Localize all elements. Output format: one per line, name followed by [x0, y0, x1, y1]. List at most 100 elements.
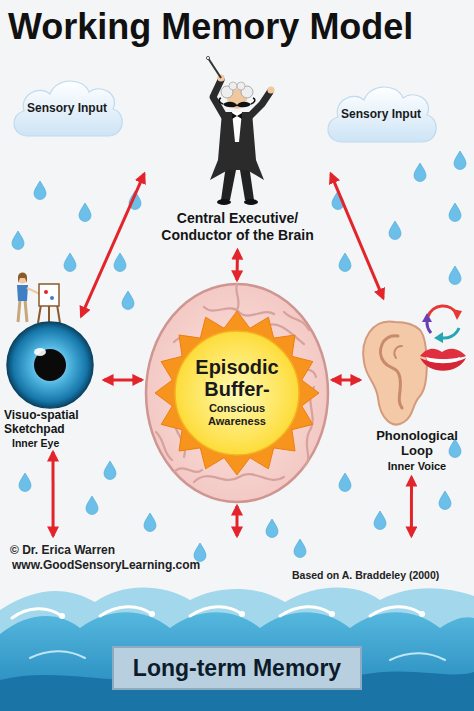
mouth-illustration	[420, 349, 466, 371]
ocean-waves	[149, 611, 155, 617]
ocean-waves	[0, 612, 474, 711]
diagram-title: Working Memory Model	[8, 6, 413, 48]
conductor-figure	[217, 199, 231, 205]
eye-illustration	[7, 322, 93, 408]
raindrop	[122, 291, 134, 310]
raindrop	[389, 221, 401, 240]
raindrop	[294, 539, 306, 558]
cycle-arrows	[452, 309, 462, 320]
raindrop	[19, 473, 31, 492]
component-subtitle: Inner Eye	[12, 437, 102, 449]
raindrop	[64, 253, 76, 272]
credit-url: www.GoodSensoryLearning.com	[12, 558, 200, 572]
raindrop	[34, 181, 46, 200]
raindrop	[332, 191, 344, 210]
raindrop	[79, 203, 91, 222]
conductor-figure	[206, 56, 274, 205]
sketchpad-node: Visuo-spatial SketchpadInner Eye	[4, 318, 102, 450]
mouth-illustration	[426, 357, 460, 363]
conductor-figure	[250, 92, 270, 116]
ocean-waves	[59, 613, 65, 619]
ear-illustration	[394, 346, 402, 358]
ocean-waves	[30, 651, 85, 658]
conductor-figure	[244, 199, 258, 205]
double-arrow	[81, 174, 144, 316]
conductor-figure	[229, 82, 237, 90]
conductor-figure	[251, 98, 255, 104]
double-arrow	[104, 378, 142, 381]
ocean-waves	[329, 611, 335, 617]
brain-shape	[156, 432, 172, 460]
conductor-figure	[232, 113, 242, 119]
ear-illustration	[380, 336, 402, 408]
eye-illustration	[34, 348, 46, 356]
ocean-waves	[100, 607, 152, 616]
double-arrow	[52, 452, 55, 536]
double-arrow	[236, 250, 240, 280]
conductor-figure	[223, 102, 251, 108]
raindrop	[449, 203, 461, 222]
conductor-figure	[208, 58, 221, 78]
ocean-waves	[370, 607, 422, 616]
conductor-figure	[219, 98, 223, 104]
loop-node: Phonological LoopInner Voice	[362, 300, 472, 475]
double-arrow	[236, 506, 239, 536]
painter-figure	[27, 288, 40, 294]
brain-shape	[155, 311, 319, 475]
brain-shape	[284, 312, 309, 330]
raindrop	[114, 253, 126, 272]
eye-illustration	[7, 322, 93, 408]
painter-figure	[17, 285, 28, 301]
double-arrow	[331, 174, 383, 298]
raindrop	[144, 513, 156, 532]
brain-shape	[146, 284, 328, 502]
cloud-label: Sensory Input	[322, 107, 440, 121]
component-label: Visuo-spatial Sketchpad	[4, 408, 102, 436]
component-subtitle: Inner Voice	[362, 460, 472, 473]
conductor-figure	[237, 82, 245, 90]
painter-figure	[18, 300, 20, 322]
raindrop	[266, 519, 278, 538]
ocean-waves	[12, 609, 62, 618]
raindrop	[439, 491, 451, 510]
ocean-waves	[239, 611, 245, 617]
ocean-waves	[190, 607, 242, 616]
buffer-subtitle: Conscious Awareness	[187, 402, 287, 428]
citation-text: Based on A. Braddeley (2000)	[292, 569, 439, 581]
brain-shape	[194, 474, 284, 482]
brain-shape	[236, 284, 238, 310]
ocean-waves	[280, 607, 332, 616]
cycle-arrows	[428, 306, 457, 317]
ocean-waves	[419, 611, 425, 617]
cycle-arrows	[422, 306, 462, 343]
buffer-label: Episodic Buffer-	[177, 356, 297, 400]
eye-illustration	[34, 349, 66, 381]
ocean-waves	[390, 653, 445, 660]
buffer-node: Episodic Buffer-Conscious Awareness	[144, 282, 330, 504]
ocean-waves	[0, 587, 474, 711]
raindrop	[374, 511, 386, 530]
painter-figure	[39, 284, 59, 306]
conductor-figure	[206, 56, 209, 59]
double-arrow	[410, 477, 413, 536]
cycle-arrows	[434, 332, 443, 343]
raindrop	[129, 191, 141, 210]
double-arrow	[332, 378, 360, 381]
memory-label: Long-term Memory	[112, 646, 362, 690]
credit-text: © Dr. Erica Warren	[10, 543, 115, 557]
executive-label: Central Executive/ Conductor of the Brai…	[145, 210, 330, 244]
painter-figure	[18, 273, 27, 284]
cloud-node: Sensory Input	[8, 72, 126, 144]
painter-figure	[50, 296, 54, 300]
raindrop	[86, 496, 98, 515]
conductor-figure	[213, 80, 224, 116]
brain-shape	[174, 468, 202, 472]
ear-illustration	[363, 322, 427, 425]
painter-figure	[44, 290, 48, 294]
cycle-arrows	[422, 313, 432, 322]
ear-illustration	[363, 322, 427, 425]
cloud-node: Sensory Input	[322, 78, 440, 150]
conductor-figure	[210, 112, 264, 180]
raindrop	[414, 163, 426, 182]
